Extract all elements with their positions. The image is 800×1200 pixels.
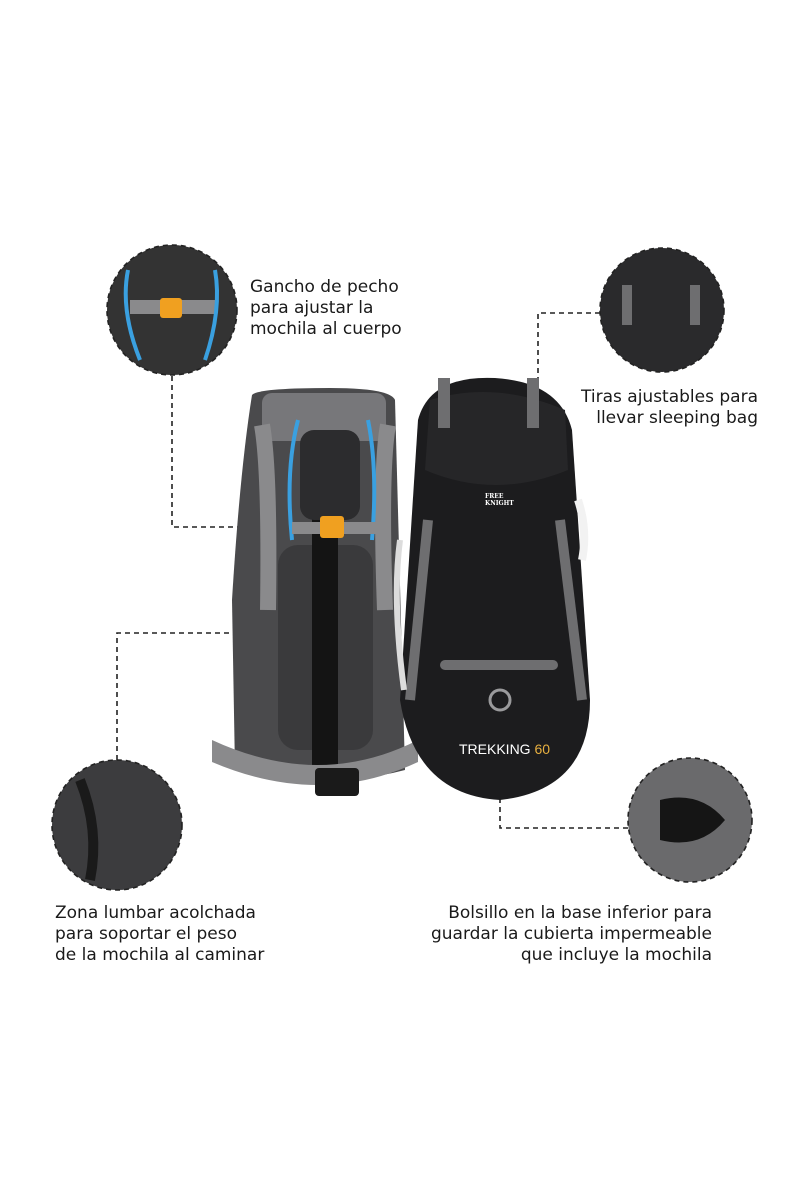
caption-bottom-pocket: Bolsillo en la base inferior para guarda… [430, 903, 712, 965]
caption-chest-buckle: Gancho de pecho para ajustar la mochila … [250, 277, 402, 339]
detail-straps-circle [599, 247, 725, 373]
leader-lumbar [116, 632, 232, 760]
model-number: 60 [534, 741, 551, 757]
caption-lumbar-zone: Zona lumbar acolchada para soportar el p… [55, 903, 265, 965]
detail-circles [51, 244, 753, 891]
backpack-front-view [393, 377, 590, 800]
model-label: TREKKING 60 [459, 741, 550, 757]
detail-lumbar-circle [51, 759, 183, 891]
caption-sleeping-bag-straps: Tiras ajustables para llevar sleeping ba… [581, 387, 758, 428]
leader-straps [537, 312, 600, 402]
backpack-back-view [212, 388, 418, 796]
leader-pocket [499, 790, 628, 829]
brand-logo: FREE KNIGHT [485, 493, 514, 507]
model-name: TREKKING [459, 741, 531, 757]
